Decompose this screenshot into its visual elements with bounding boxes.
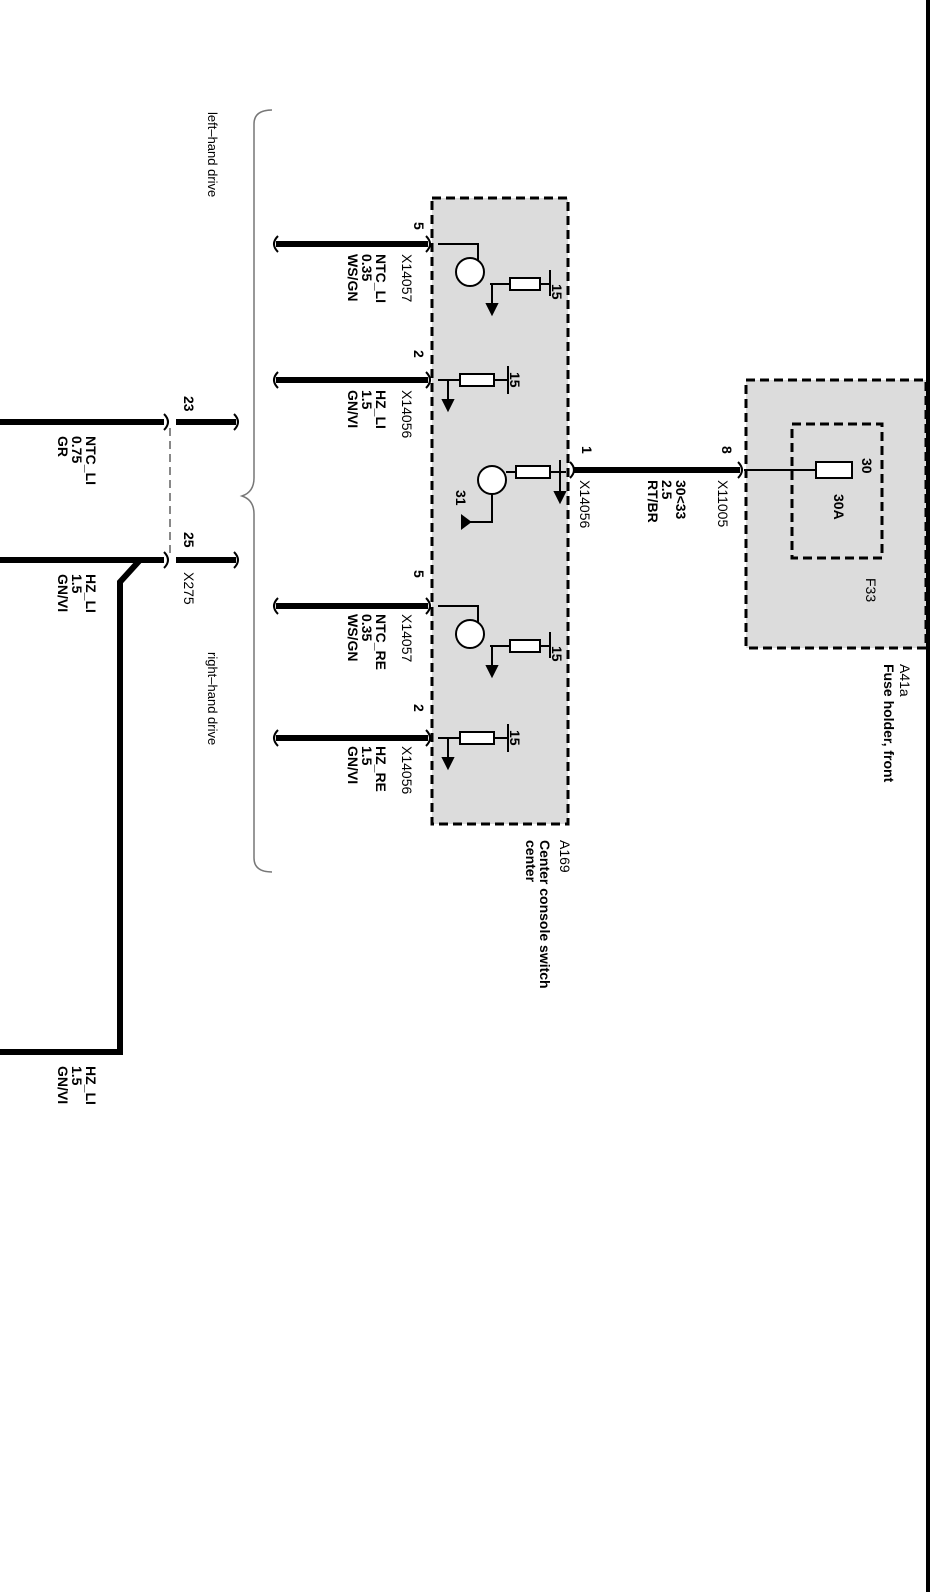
lower-wire-1-size: 0.75 bbox=[69, 436, 85, 463]
fuse-terminal-30: 30 bbox=[859, 458, 875, 474]
branch-1-pin: 5 bbox=[411, 222, 427, 230]
a169-module-box bbox=[430, 196, 570, 826]
fuse-connector-x11005: X11005 bbox=[715, 480, 731, 527]
feed-circuit: 30<33 bbox=[673, 480, 689, 520]
x275-label: X275 bbox=[181, 572, 197, 605]
branch-4-connector: X14056 bbox=[399, 746, 415, 794]
feed-ground-31: 31 bbox=[453, 490, 469, 506]
branch-1-color: WS/GN bbox=[345, 254, 361, 301]
a169-name-line-2: center bbox=[523, 840, 539, 883]
x275-connector-marks bbox=[163, 413, 239, 569]
branch-1-connector: X14057 bbox=[399, 254, 415, 302]
a41a-name: Fuse holder, front bbox=[881, 664, 897, 783]
feed-size: 2.5 bbox=[659, 480, 675, 500]
a41a-id: A41a bbox=[897, 664, 913, 697]
fuse-pin-8: 8 bbox=[719, 446, 735, 454]
branch-2-term: 15 bbox=[507, 372, 523, 388]
lower-wire-2-size: 1.5 bbox=[69, 574, 85, 594]
a169-name-line-1: Center console switch bbox=[537, 840, 553, 989]
branch-3-term: 15 bbox=[549, 646, 565, 662]
branch-4-pin: 2 bbox=[411, 704, 427, 712]
module-connector-marks bbox=[425, 235, 743, 747]
f33-fuse-element bbox=[815, 461, 853, 479]
branch-3-connector: X14057 bbox=[399, 614, 415, 662]
lower-wire-2-name: HZ_LI bbox=[83, 574, 99, 613]
branch-2-connector: X14056 bbox=[399, 390, 415, 438]
label-layer: left–hand drive right–hand drive 5 X1405… bbox=[55, 112, 913, 1105]
lower-wire-3-name: HZ_LI bbox=[83, 1066, 99, 1105]
x275-pin-23: 23 bbox=[181, 396, 197, 412]
rhd-label: right–hand drive bbox=[205, 652, 220, 745]
drive-selection-brace bbox=[239, 109, 273, 873]
a169-id: A169 bbox=[557, 840, 573, 873]
module-internal-circuitry bbox=[438, 243, 567, 771]
module-pin-1: 1 bbox=[579, 446, 595, 454]
branch-3-name: NTC_RE bbox=[373, 614, 389, 670]
branch-4-term: 15 bbox=[507, 730, 523, 746]
branch-2-size: 1.5 bbox=[359, 390, 375, 410]
branch-1-term: 15 bbox=[549, 284, 565, 300]
branch-4-color: GN/VI bbox=[345, 746, 361, 784]
x275-pin-25: 25 bbox=[181, 532, 197, 548]
branch-2-name: HZ_LI bbox=[373, 390, 389, 429]
lower-wire-3-size: 1.5 bbox=[69, 1066, 85, 1086]
branch-1-name: NTC_LI bbox=[373, 254, 389, 303]
lower-harness-wires bbox=[0, 419, 236, 1055]
fuse-rating: 30A bbox=[831, 494, 847, 520]
fuse-id-f33: F33 bbox=[863, 578, 879, 602]
module-connector-x14056: X14056 bbox=[577, 480, 593, 528]
f33-fuse-box bbox=[790, 422, 884, 560]
branch-2-pin: 2 bbox=[411, 350, 427, 358]
branch-3-pin: 5 bbox=[411, 570, 427, 578]
lower-wire-2-color: GN/VI bbox=[55, 574, 71, 612]
branch-4-name: HZ_RE bbox=[373, 746, 389, 792]
branch-wires bbox=[276, 241, 428, 741]
branch-2-color: GN/VI bbox=[345, 390, 361, 428]
branch-4-size: 1.5 bbox=[359, 746, 375, 766]
branch-3-size: 0.35 bbox=[359, 614, 375, 641]
branch-3-color: WS/GN bbox=[345, 614, 361, 661]
lower-wire-3-color: GN/VI bbox=[55, 1066, 71, 1104]
branch-wire-end-arcs bbox=[273, 235, 279, 747]
lower-wire-1-color: GR bbox=[55, 436, 71, 457]
feed-color: RT/BR bbox=[645, 480, 661, 523]
lower-wire-1-name: NTC_LI bbox=[83, 436, 99, 485]
page-edge-bar bbox=[926, 0, 930, 1592]
branch-1-size: 0.35 bbox=[359, 254, 375, 281]
lhd-label: left–hand drive bbox=[205, 112, 220, 197]
